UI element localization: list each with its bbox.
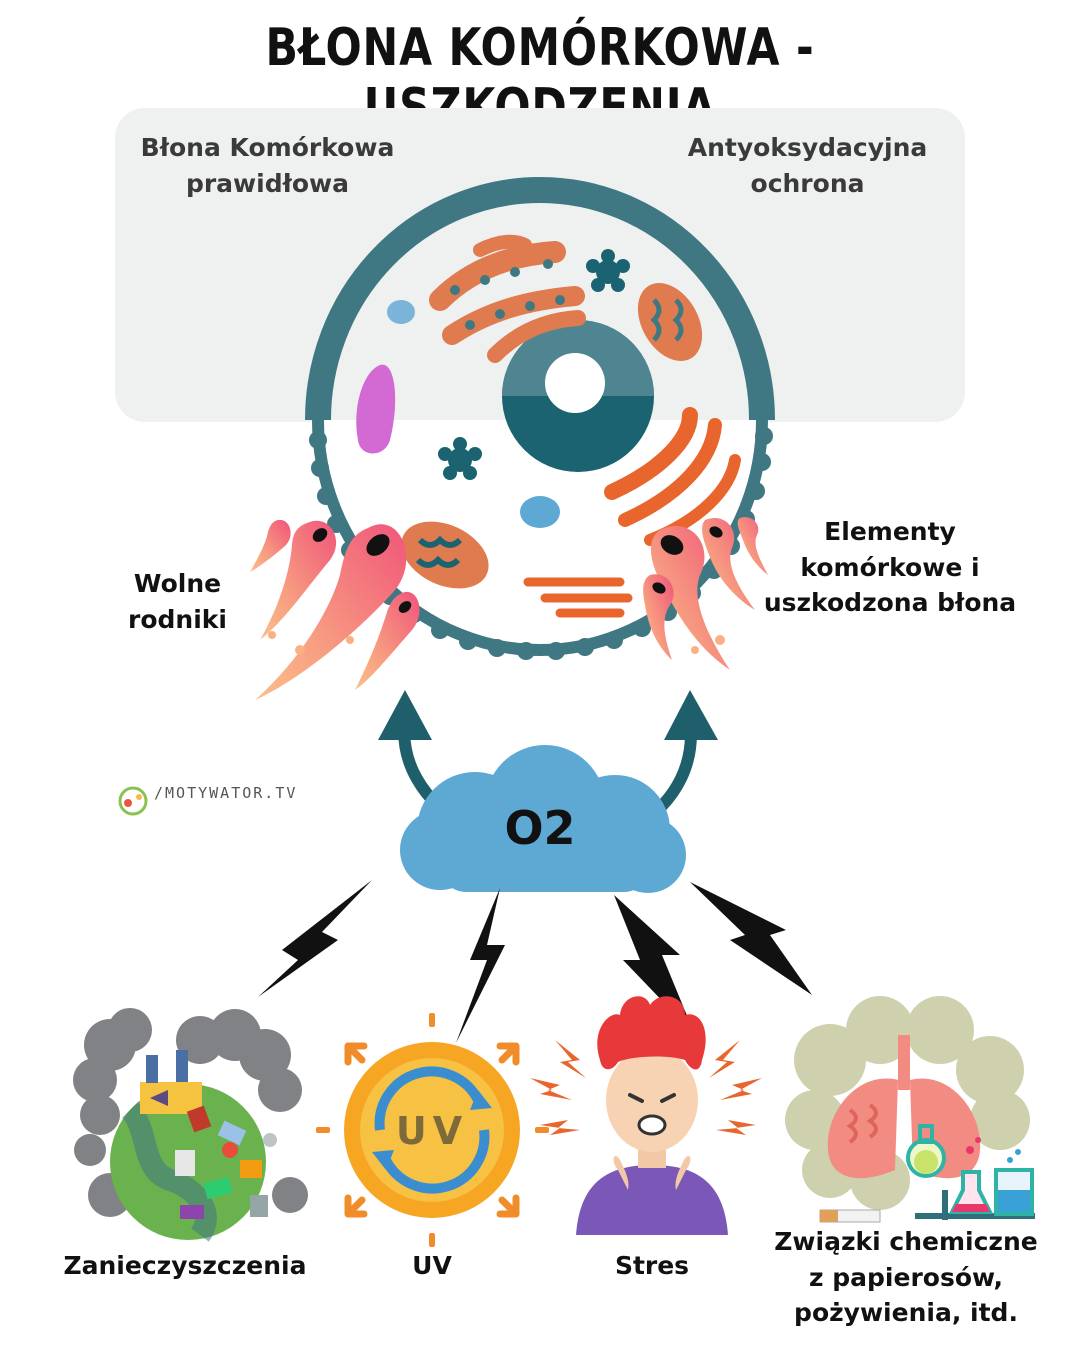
lightning-bolts	[258, 880, 812, 1043]
arrow-head-right	[664, 690, 718, 740]
golgi-bottom	[523, 577, 633, 618]
arrow-head-left	[378, 690, 432, 740]
free-radicals-right	[643, 517, 768, 670]
free-radicals-left	[250, 519, 420, 700]
lysosome	[356, 364, 396, 454]
centriole-left	[438, 437, 482, 480]
uv-badge: UV	[396, 1109, 468, 1153]
antioxidant-label: Antyoksydacyjna ochrona	[687, 133, 928, 198]
mitochondrion-top-right	[637, 283, 703, 361]
brand-text: /MOTYWATOR.TV	[154, 784, 298, 802]
source-label-stress: Stres	[614, 1251, 690, 1280]
oxygen-label: O2	[504, 801, 576, 855]
lungs-chemicals-icon	[785, 996, 1035, 1223]
normal-membrane-label: Błona Komórkowa prawidłowa	[140, 133, 395, 198]
source-label-chemicals: Związki chemiczne z papierosów, pożywien…	[774, 1227, 1038, 1327]
free-radicals-label: Wolne rodniki	[128, 569, 227, 634]
brand-watermark: /MOTYWATOR.TV	[116, 784, 297, 802]
stressed-person-icon	[530, 996, 762, 1235]
mitochondrion-bottom-left	[401, 521, 489, 589]
nucleus	[502, 320, 654, 472]
vesicle-top	[387, 300, 415, 324]
polluted-earth-icon	[73, 1008, 308, 1242]
vesicle-bottom	[520, 496, 560, 528]
oxygen-cloud	[400, 745, 686, 893]
centriole-top	[586, 249, 630, 292]
damaged-elements-label: Elementy komórkowe i uszkodzona błona	[763, 517, 1017, 617]
brand-logo-icon	[118, 786, 148, 816]
uv-sun-icon: UV	[316, 1013, 549, 1247]
source-label-pollution: Zanieczyszczenia	[63, 1251, 307, 1280]
source-label-uv: UV	[412, 1251, 452, 1280]
